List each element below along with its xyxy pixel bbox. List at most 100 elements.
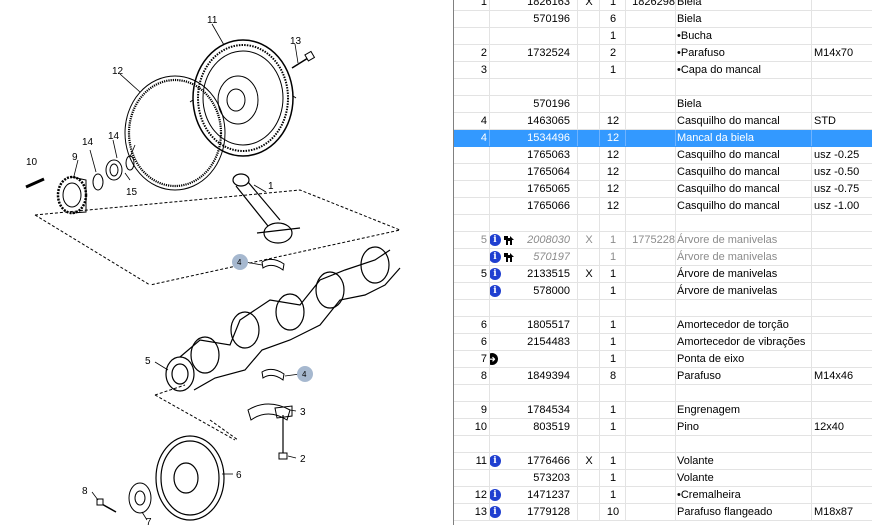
parts-row[interactable]: 5 i 2133515 X 1 Árvore de manivelas — [454, 266, 872, 283]
row-icons: i — [489, 249, 527, 265]
connecting-rod — [232, 173, 301, 244]
part-number — [502, 215, 570, 231]
parts-row[interactable]: 10 803519 1 Pino 12x40 — [454, 419, 872, 436]
callout-14b[interactable]: 14 — [108, 131, 120, 142]
parts-row[interactable]: 4 1534496 12 Mancal da biela — [454, 130, 872, 147]
callout-3[interactable]: 3 — [300, 407, 306, 418]
part-number: 803519 — [533, 421, 570, 433]
part-description: Biela — [677, 13, 702, 25]
part-number: 2154483 — [527, 336, 570, 348]
position-number — [454, 215, 487, 231]
part-note — [814, 487, 872, 503]
replacement-part-number — [629, 436, 675, 452]
parts-row[interactable]: 7 ➜ 1 Ponta de eixo — [454, 351, 872, 368]
part-number — [502, 351, 570, 367]
callout-9[interactable]: 9 — [72, 152, 78, 163]
parts-row[interactable]: 1 1826163 X 1 1826298 Biela — [454, 0, 872, 11]
quantity: 1 — [609, 30, 617, 42]
replaced-flag — [581, 147, 597, 163]
replacement-part-number — [629, 62, 675, 78]
parts-row[interactable] — [454, 385, 872, 402]
parts-row[interactable] — [454, 300, 872, 317]
part-note: M14x46 — [814, 370, 854, 382]
part-description: Amortecedor de torção — [677, 319, 789, 331]
callout-11[interactable]: 11 — [207, 15, 218, 26]
flywheel — [189, 39, 297, 157]
quantity: 12 — [606, 200, 620, 212]
pane-splitter[interactable] — [453, 0, 454, 525]
part-number: 570196 — [533, 98, 570, 110]
callout-13[interactable]: 13 — [290, 36, 302, 47]
exploded-parts-diagram[interactable]: 11 13 12 14 14 10 9 15 1 4 5 4 3 2 6 8 7 — [0, 0, 453, 528]
callout-8[interactable]: 8 — [82, 486, 88, 497]
part-number — [502, 28, 570, 44]
quantity: 8 — [609, 370, 617, 382]
replacement-part-number — [629, 368, 675, 384]
replacement-part-number — [629, 385, 675, 401]
parts-row[interactable]: 570196 Biela — [454, 96, 872, 113]
position-number: 11 — [475, 455, 487, 467]
parts-row[interactable] — [454, 436, 872, 453]
info-icon[interactable]: i — [489, 268, 501, 280]
tool-icon[interactable] — [503, 234, 515, 246]
parts-row[interactable]: 12 i 1471237 1 •Cremalheira — [454, 487, 872, 504]
callout-15[interactable]: 15 — [126, 187, 138, 198]
quantity — [604, 215, 622, 231]
parts-row[interactable]: 3 1 •Capa do mancal — [454, 62, 872, 79]
quantity: 1 — [609, 404, 617, 416]
callout-5[interactable]: 5 — [145, 356, 151, 367]
parts-row[interactable]: 5 i 2008030 X 1 1775228 Árvore de manive… — [454, 232, 872, 249]
info-icon[interactable]: i — [489, 489, 501, 501]
parts-row[interactable]: 8 1849394 8 Parafuso M14x46 — [454, 368, 872, 385]
parts-row[interactable]: 6 2154483 1 Amortecedor de vibrações — [454, 334, 872, 351]
callout-10[interactable]: 10 — [26, 157, 38, 168]
part-number: 1534496 — [527, 132, 570, 144]
parts-row[interactable]: 13 i 1779128 10 Parafuso flangeado M18x8… — [454, 504, 872, 521]
parts-row[interactable]: 11 i 1776466 X 1 Volante — [454, 453, 872, 470]
callout-4a[interactable]: 4 — [237, 258, 242, 267]
parts-row[interactable]: 1 •Bucha — [454, 28, 872, 45]
parts-row[interactable]: 570196 6 Biela — [454, 11, 872, 28]
replaced-flag — [581, 11, 597, 27]
parts-row[interactable]: 1765063 12 Casquilho do mancal usz -0.25 — [454, 147, 872, 164]
part-note — [814, 266, 872, 282]
parts-list[interactable]: 1 1826163 X 1 1826298 Biela 570196 6 Bie… — [454, 0, 872, 525]
part-description: Parafuso flangeado — [677, 506, 773, 518]
position-number — [454, 436, 487, 452]
parts-row[interactable] — [454, 215, 872, 232]
tool-icon[interactable] — [503, 251, 515, 263]
part-note: M18x87 — [814, 506, 854, 518]
callout-14a[interactable]: 14 — [82, 137, 94, 148]
parts-row[interactable]: 1765065 12 Casquilho do mancal usz -0.75 — [454, 181, 872, 198]
callout-1[interactable]: 1 — [268, 181, 274, 192]
info-icon[interactable]: i — [489, 506, 501, 518]
callout-6[interactable]: 6 — [236, 470, 242, 481]
parts-row[interactable]: 1765066 12 Casquilho do mancal usz -1.00 — [454, 198, 872, 215]
quantity — [604, 436, 622, 452]
parts-row[interactable]: i 570197 1 Árvore de manivelas — [454, 249, 872, 266]
parts-row[interactable] — [454, 79, 872, 96]
parts-row[interactable]: 6 1805517 1 Amortecedor de torção — [454, 317, 872, 334]
callout-7[interactable]: 7 — [146, 517, 152, 528]
parts-row[interactable]: i 578000 1 Árvore de manivelas — [454, 283, 872, 300]
arrow-right-icon[interactable]: ➜ — [489, 353, 498, 365]
part-description: Biela — [677, 0, 702, 8]
info-icon[interactable]: i — [489, 251, 501, 263]
position-number: 3 — [480, 64, 487, 76]
crankshaft — [165, 246, 401, 392]
part-number: 1805517 — [527, 319, 570, 331]
parts-row[interactable]: 573203 1 Volante — [454, 470, 872, 487]
parts-row[interactable]: 2 1732524 2 •Parafuso M14x70 — [454, 45, 872, 62]
replaced-flag — [581, 283, 597, 299]
row-icons: i — [489, 504, 527, 520]
info-icon[interactable]: i — [489, 234, 501, 246]
parts-row[interactable]: 1765064 12 Casquilho do mancal usz -0.50 — [454, 164, 872, 181]
info-icon[interactable]: i — [489, 285, 501, 297]
position-number: 9 — [480, 404, 487, 416]
callout-2[interactable]: 2 — [300, 454, 306, 465]
info-icon[interactable]: i — [489, 455, 501, 467]
parts-row[interactable]: 4 1463065 12 Casquilho do mancal STD — [454, 113, 872, 130]
callout-12[interactable]: 12 — [112, 66, 124, 77]
parts-row[interactable]: 9 1784534 1 Engrenagem — [454, 402, 872, 419]
callout-4b[interactable]: 4 — [302, 370, 307, 379]
